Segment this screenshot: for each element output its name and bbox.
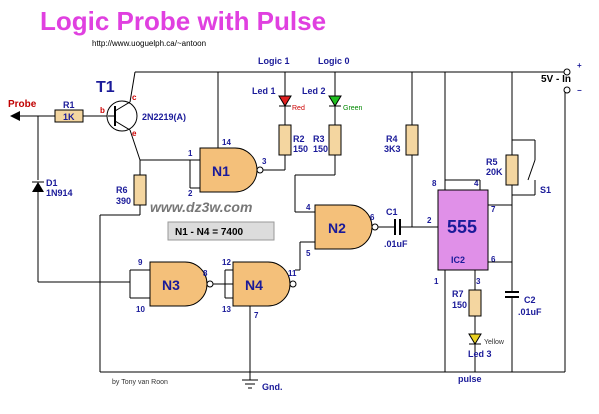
svg-text:11: 11 [288, 269, 297, 278]
pulse-label: pulse [458, 374, 482, 384]
svg-text:e: e [132, 129, 137, 138]
svg-text:Led 2: Led 2 [302, 86, 326, 96]
svg-text:7: 7 [254, 311, 259, 320]
svg-text:N3: N3 [162, 277, 180, 293]
svg-text:1K: 1K [63, 112, 75, 122]
resistor-r2 [278, 124, 292, 156]
svg-text:.01uF: .01uF [518, 307, 542, 317]
svg-text:7: 7 [491, 205, 496, 214]
resistor-r3 [328, 124, 342, 156]
svg-text:Led 1: Led 1 [252, 86, 276, 96]
nand-gate-n1 [199, 147, 258, 193]
led3-yellow [468, 333, 482, 345]
svg-text:2N2219(A): 2N2219(A) [142, 112, 186, 122]
svg-text:2: 2 [188, 189, 193, 198]
nand-gate-n4 [232, 261, 291, 307]
svg-text:R3: R3 [313, 134, 325, 144]
svg-text:150: 150 [293, 144, 308, 154]
svg-text:14: 14 [222, 138, 231, 147]
svg-text:N1: N1 [212, 163, 230, 179]
watermark: www.dz3w.com [150, 199, 252, 215]
svg-text:R2: R2 [293, 134, 305, 144]
svg-text:1: 1 [434, 277, 439, 286]
svg-text:13: 13 [222, 305, 231, 314]
svg-text:Yellow: Yellow [484, 339, 505, 346]
svg-text:C2: C2 [524, 295, 536, 305]
source-url: http://www.uoguelph.ca/~antoon [92, 39, 206, 48]
credit: by Tony van Roon [112, 379, 168, 386]
resistor-r4 [405, 124, 419, 156]
logic0-label: Logic 0 [318, 56, 350, 66]
nand-gate-n2 [314, 204, 373, 250]
svg-text:6: 6 [491, 255, 496, 264]
diagram-title: Logic Probe with Pulse [40, 6, 326, 36]
logic1-label: Logic 1 [258, 56, 290, 66]
probe-label: Probe [8, 99, 37, 110]
svg-text:R4: R4 [386, 134, 398, 144]
svg-text:+: + [577, 61, 582, 70]
svg-text:S1: S1 [540, 185, 551, 195]
svg-text:1N914: 1N914 [46, 188, 73, 198]
svg-text:3: 3 [476, 277, 481, 286]
svg-text:N4: N4 [245, 277, 263, 293]
svg-text:Led 3: Led 3 [468, 349, 492, 359]
svg-text:Gnd.: Gnd. [262, 382, 283, 392]
svg-text:D1: D1 [46, 178, 58, 188]
nand-gate-n3 [149, 261, 208, 307]
resistor-r7 [468, 289, 482, 317]
svg-text:150: 150 [452, 300, 467, 310]
svg-text:6: 6 [370, 213, 375, 222]
vin-minus-terminal [563, 86, 571, 94]
svg-text:R5: R5 [486, 157, 498, 167]
svg-text:555: 555 [447, 217, 477, 237]
svg-text:c: c [132, 93, 137, 102]
svg-text:3K3: 3K3 [384, 144, 401, 154]
svg-text:IC2: IC2 [451, 255, 465, 265]
svg-text:Red: Red [292, 105, 305, 112]
svg-text:8: 8 [432, 179, 437, 188]
switch-s1 [527, 159, 536, 181]
svg-text:.01uF: .01uF [384, 239, 408, 249]
svg-text:10: 10 [136, 305, 145, 314]
led2-green [328, 95, 342, 107]
svg-text:1: 1 [188, 149, 193, 158]
svg-text:4: 4 [474, 179, 479, 188]
svg-text:N2: N2 [328, 220, 346, 236]
svg-text:8: 8 [203, 269, 208, 278]
svg-text:R6: R6 [116, 185, 128, 195]
svg-text:−: − [577, 86, 582, 95]
svg-text:4: 4 [306, 203, 311, 212]
svg-text:5: 5 [306, 249, 311, 258]
vin-label: 5V - In [541, 74, 571, 85]
svg-text:390: 390 [116, 196, 131, 206]
svg-text:N1 - N4 = 7400: N1 - N4 = 7400 [175, 227, 244, 238]
ic-555 [437, 189, 489, 271]
svg-text:b: b [100, 106, 105, 115]
svg-text:Green: Green [343, 105, 363, 112]
svg-text:R1: R1 [63, 100, 75, 110]
note-box [167, 221, 275, 241]
led1-red [278, 95, 292, 107]
svg-text:20K: 20K [486, 167, 503, 177]
resistor-r5 [505, 154, 519, 186]
svg-text:9: 9 [138, 258, 143, 267]
svg-text:2: 2 [427, 216, 432, 225]
svg-text:150: 150 [313, 144, 328, 154]
probe-tip-icon [10, 111, 20, 121]
svg-text:T1: T1 [96, 79, 115, 96]
svg-text:C1: C1 [386, 207, 398, 217]
vin-plus-terminal [563, 68, 571, 76]
diode-d1 [32, 182, 44, 192]
svg-text:R7: R7 [452, 289, 464, 299]
svg-text:3: 3 [262, 157, 267, 166]
svg-text:12: 12 [222, 258, 231, 267]
resistor-r6 [133, 174, 147, 206]
